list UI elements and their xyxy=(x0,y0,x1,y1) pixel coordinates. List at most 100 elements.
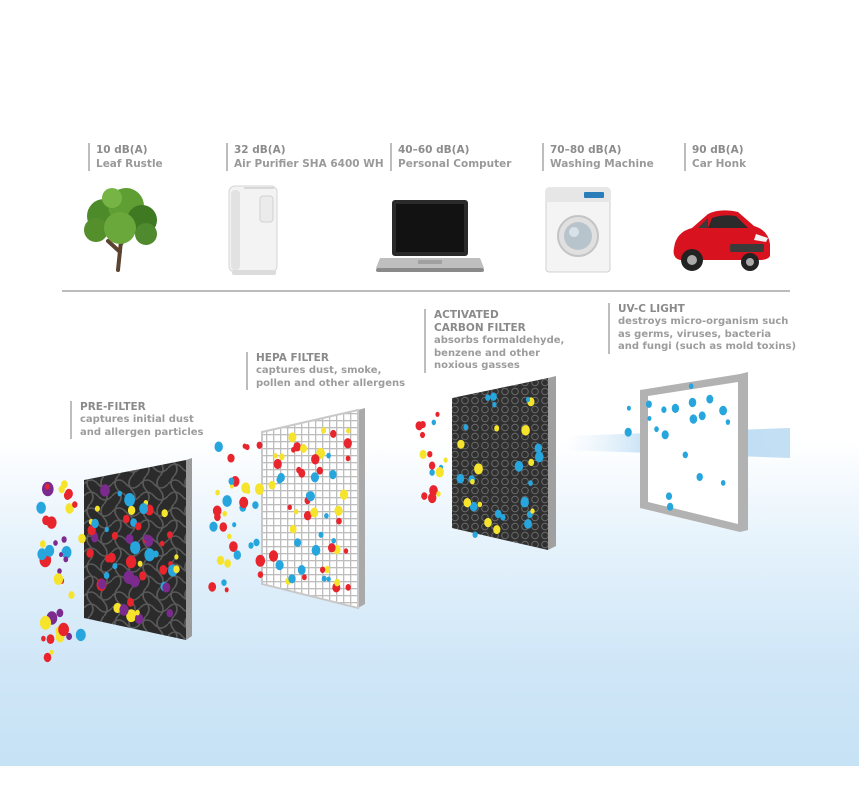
particle xyxy=(696,473,703,481)
uvc-frame-panel xyxy=(640,372,748,532)
particle xyxy=(345,455,351,462)
particle xyxy=(626,405,631,411)
particle xyxy=(268,480,276,490)
particle xyxy=(61,546,72,559)
particle xyxy=(645,400,652,408)
particle xyxy=(275,560,284,571)
particle xyxy=(320,566,326,573)
particle xyxy=(429,469,435,476)
particle xyxy=(289,524,297,534)
particle xyxy=(484,517,492,528)
particle xyxy=(415,421,423,431)
noise-ref-air-purifier: 32 dB(A) Air Purifier SHA 6400 WH xyxy=(226,143,384,171)
particle xyxy=(303,511,312,521)
particle xyxy=(294,508,299,515)
particle xyxy=(329,469,337,480)
particle xyxy=(43,652,52,663)
particle xyxy=(224,559,232,568)
filter-desc-line: noxious gasses xyxy=(434,360,520,371)
particle xyxy=(435,467,444,478)
label-uvc-light: UV-C LIGHT destroys micro-organism such … xyxy=(608,303,796,354)
particle xyxy=(126,609,137,623)
particle xyxy=(494,425,500,432)
particle xyxy=(53,573,64,585)
particle xyxy=(123,514,130,524)
particle xyxy=(215,489,220,496)
particle xyxy=(534,443,542,453)
noise-ref-washing-machine: 70–80 dB(A) Washing Machine xyxy=(542,143,654,171)
particle xyxy=(227,453,235,463)
section-divider xyxy=(62,290,790,292)
noise-ref-car-honk: 90 dB(A) Car Honk xyxy=(684,143,746,171)
particle xyxy=(420,431,425,439)
particle xyxy=(698,411,706,421)
particle xyxy=(103,572,110,579)
particle xyxy=(63,556,69,563)
laptop-icon xyxy=(376,200,484,272)
particle xyxy=(682,451,688,459)
particle xyxy=(661,430,669,440)
particle xyxy=(689,414,698,424)
particle xyxy=(137,560,143,567)
particle xyxy=(222,510,227,517)
particle xyxy=(326,576,331,582)
particle xyxy=(343,548,349,554)
particle xyxy=(119,604,129,616)
particle xyxy=(111,531,118,540)
particle xyxy=(535,451,544,463)
car-icon xyxy=(673,210,770,271)
particle xyxy=(46,634,55,644)
particle xyxy=(720,480,726,486)
particle xyxy=(294,538,302,547)
noise-source: Personal Computer xyxy=(398,158,512,170)
filter-desc-line: as germs, viruses, bacteria xyxy=(618,328,772,340)
particle xyxy=(277,472,285,483)
particle xyxy=(66,632,72,641)
particle xyxy=(477,501,483,508)
particle xyxy=(63,491,72,500)
particle xyxy=(49,649,54,655)
particle xyxy=(46,516,57,529)
particle xyxy=(125,555,137,569)
particle xyxy=(435,411,440,417)
particle xyxy=(78,533,86,544)
particle xyxy=(36,501,46,514)
noise-level: 10 dB(A) xyxy=(96,144,148,156)
noise-ref-personal-computer: 40–60 dB(A) Personal Computer xyxy=(390,143,511,171)
particle xyxy=(127,505,136,515)
filter-title: ACTIVATED xyxy=(434,309,499,321)
noise-source: Washing Machine xyxy=(550,158,654,170)
particle xyxy=(298,468,306,478)
tree-icon xyxy=(84,188,157,272)
noise-level: 32 dB(A) xyxy=(234,144,286,156)
particle xyxy=(463,424,469,431)
particle xyxy=(654,426,659,433)
particle xyxy=(474,463,483,475)
particle xyxy=(68,591,75,599)
particle xyxy=(65,503,74,514)
particle xyxy=(666,502,674,511)
particle xyxy=(514,460,524,472)
particle xyxy=(421,492,428,500)
particle xyxy=(287,504,292,510)
particle xyxy=(688,397,697,408)
particle xyxy=(229,483,234,489)
particle xyxy=(161,509,168,518)
noise-level: 90 dB(A) xyxy=(692,144,744,156)
particle xyxy=(279,453,285,461)
particle xyxy=(248,542,254,549)
particle xyxy=(86,548,94,558)
particle xyxy=(343,438,352,449)
particle xyxy=(135,522,142,531)
particle xyxy=(310,507,319,518)
particle xyxy=(494,509,502,519)
particle xyxy=(525,396,531,403)
particle xyxy=(167,531,173,539)
particle xyxy=(524,519,532,529)
particle xyxy=(316,466,323,475)
particle xyxy=(153,550,159,558)
particle xyxy=(139,503,149,515)
filter-desc-line: benzene and other xyxy=(434,347,541,359)
particle xyxy=(273,453,278,459)
particle xyxy=(166,609,174,618)
